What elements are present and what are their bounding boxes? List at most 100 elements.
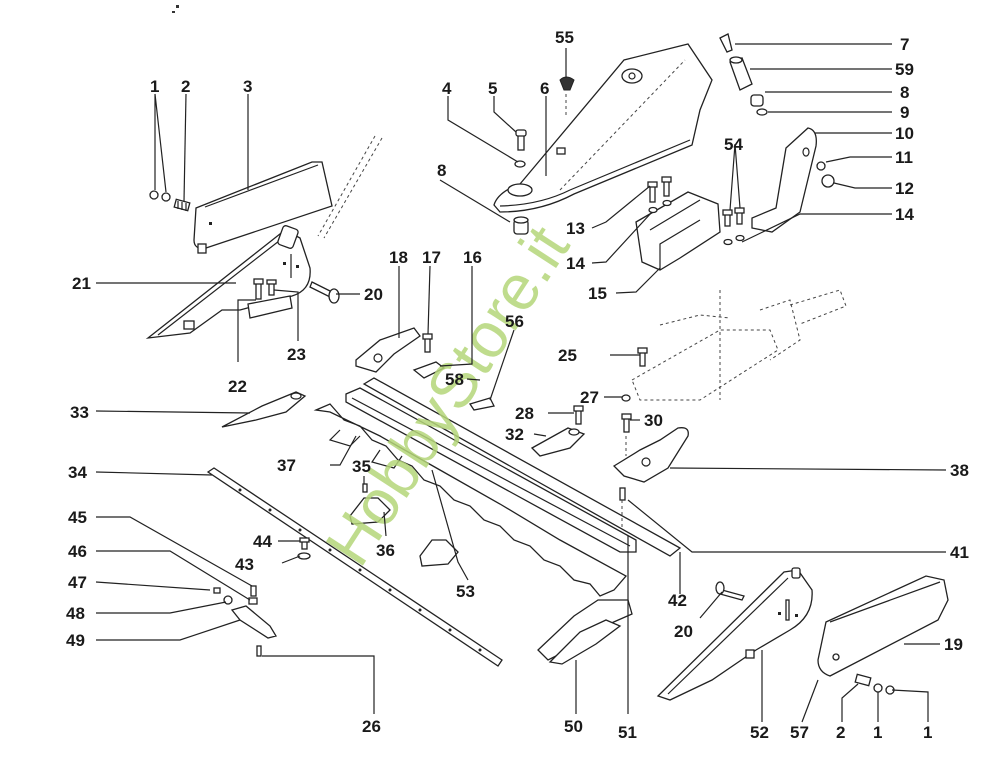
part-36-section bbox=[349, 497, 391, 525]
callout-11: 11 bbox=[895, 148, 913, 167]
callout-56: 56 bbox=[505, 312, 524, 331]
callout-18: 18 bbox=[389, 248, 408, 267]
callout-35: 35 bbox=[352, 457, 371, 476]
scan-specks bbox=[172, 5, 179, 13]
callout-50: 50 bbox=[564, 717, 583, 736]
part-6-gear-housing bbox=[493, 43, 713, 213]
callout-23: 23 bbox=[287, 345, 306, 364]
part-2-spring-right bbox=[854, 673, 872, 687]
part-1-nuts-right bbox=[873, 683, 895, 695]
callout-1: 1 bbox=[150, 77, 159, 96]
part-45-bolt bbox=[250, 585, 257, 597]
callout-6: 6 bbox=[540, 79, 549, 98]
part-55-cap bbox=[556, 76, 575, 155]
part-53-section bbox=[419, 539, 459, 567]
part-tractor-frame-dashed bbox=[631, 289, 847, 401]
callout-25: 25 bbox=[558, 346, 577, 365]
callout-14-right: 14 bbox=[895, 205, 914, 224]
callout-32: 32 bbox=[505, 425, 524, 444]
callout-21: 21 bbox=[72, 274, 91, 293]
part-12-nut bbox=[821, 174, 835, 188]
callout-8-right: 8 bbox=[900, 83, 909, 102]
callout-2-bottom: 2 bbox=[836, 723, 845, 742]
callout-58: 58 bbox=[445, 370, 464, 389]
callout-47: 47 bbox=[68, 573, 87, 592]
callout-43: 43 bbox=[235, 555, 254, 574]
callout-46: 46 bbox=[68, 542, 87, 561]
callout-41: 41 bbox=[950, 543, 969, 562]
part-1-nuts-left bbox=[149, 190, 171, 202]
part-30-bolt bbox=[621, 413, 632, 456]
callout-57: 57 bbox=[790, 723, 809, 742]
part-50-guard bbox=[537, 599, 633, 665]
part-4-washer bbox=[514, 160, 526, 168]
callout-54: 54 bbox=[724, 135, 743, 154]
part-8-bushing-right bbox=[750, 94, 764, 107]
callout-55: 55 bbox=[555, 28, 574, 47]
callout-15: 15 bbox=[588, 284, 607, 303]
part-59-sleeve bbox=[729, 56, 753, 91]
part-54-bolts bbox=[722, 207, 745, 246]
part-13-bolts bbox=[647, 176, 672, 214]
callout-34: 34 bbox=[68, 463, 87, 482]
part-5-bolt bbox=[515, 129, 527, 151]
callout-19: 19 bbox=[944, 635, 963, 654]
part-20-pin-bottom bbox=[715, 581, 745, 601]
part-3-left-cover bbox=[193, 161, 333, 254]
callout-10: 10 bbox=[895, 124, 914, 143]
part-23-bolt bbox=[266, 279, 277, 296]
part-51-rivet-line bbox=[619, 487, 626, 530]
callout-20-top: 20 bbox=[364, 285, 383, 304]
part-32-clip bbox=[530, 427, 586, 457]
callout-22: 22 bbox=[228, 377, 247, 396]
part-22-bracket bbox=[247, 278, 293, 319]
callout-13: 13 bbox=[566, 219, 585, 238]
part-21-left-shoe bbox=[145, 225, 311, 339]
callout-59: 59 bbox=[895, 60, 914, 79]
part-9-nut bbox=[756, 108, 768, 116]
part-47-pin bbox=[213, 587, 221, 594]
callout-44: 44 bbox=[253, 532, 272, 551]
callout-28: 28 bbox=[515, 404, 534, 423]
callout-9: 9 bbox=[900, 103, 909, 122]
part-17-bolt bbox=[422, 333, 433, 353]
part-58-plate bbox=[468, 397, 495, 411]
leader-lines bbox=[95, 43, 947, 723]
part-8-bushing-left bbox=[513, 216, 529, 235]
part-26-rivet bbox=[256, 645, 262, 657]
part-38-guide bbox=[612, 427, 689, 483]
callout-53: 53 bbox=[456, 582, 475, 601]
callout-36: 36 bbox=[376, 541, 395, 560]
callout-4: 4 bbox=[442, 79, 452, 98]
part-48-nut bbox=[223, 595, 233, 605]
callout-5: 5 bbox=[488, 79, 497, 98]
callout-51: 51 bbox=[618, 723, 637, 742]
part-28-bolt bbox=[573, 405, 584, 425]
callout-38: 38 bbox=[950, 461, 969, 480]
part-33-guard bbox=[221, 391, 307, 428]
part-41-knife-back bbox=[362, 377, 682, 557]
callout-16: 16 bbox=[463, 248, 482, 267]
callout-26: 26 bbox=[362, 717, 381, 736]
callout-37: 37 bbox=[277, 456, 296, 475]
callout-48: 48 bbox=[66, 604, 85, 623]
callout-45: 45 bbox=[68, 508, 87, 527]
callout-52: 52 bbox=[750, 723, 769, 742]
callout-14-left: 14 bbox=[566, 254, 585, 273]
part-44-rivet bbox=[299, 537, 310, 550]
part-18-arm bbox=[355, 327, 421, 373]
callout-1-bottom-b: 1 bbox=[923, 723, 932, 742]
part-11-nut bbox=[816, 161, 826, 171]
callout-12: 12 bbox=[895, 179, 914, 198]
part-43-washer bbox=[297, 552, 311, 560]
part-16-clip bbox=[412, 361, 446, 379]
part-49-head bbox=[230, 605, 278, 639]
part-46-nut bbox=[248, 597, 258, 605]
part-15-block bbox=[635, 191, 721, 271]
part-rod-dashed bbox=[317, 135, 383, 239]
part-10-bracket bbox=[751, 127, 817, 233]
callout-2: 2 bbox=[181, 77, 190, 96]
part-42-cutter-bar bbox=[345, 387, 637, 553]
part-35-rivet bbox=[362, 483, 368, 493]
